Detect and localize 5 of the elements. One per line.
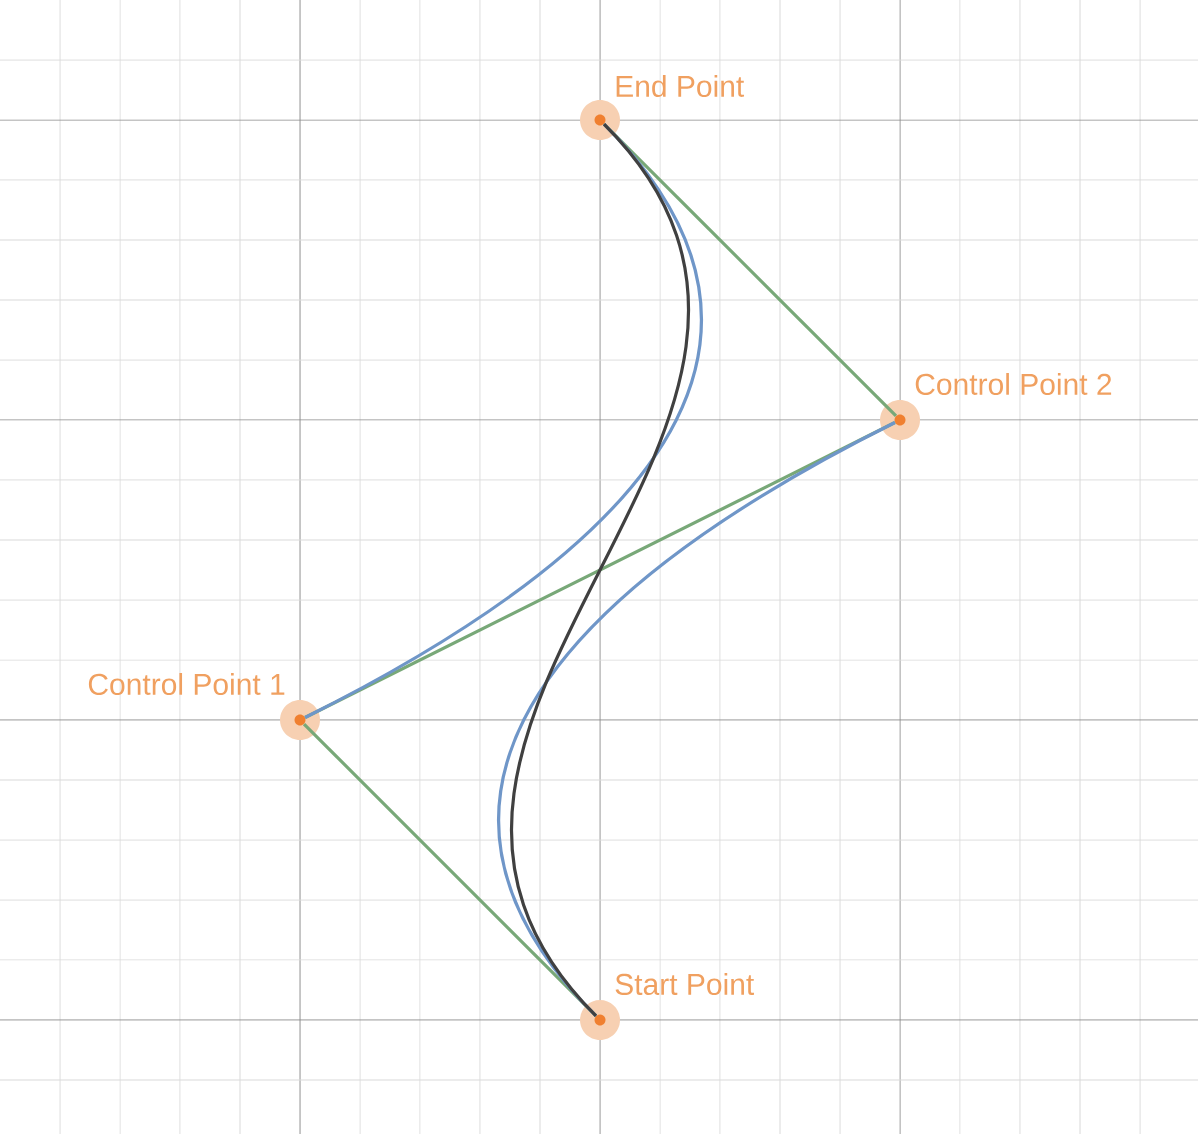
- point-label: Control Point 1: [88, 673, 285, 696]
- point-label: End Point: [616, 75, 745, 97]
- curve: [512, 123, 688, 1017]
- point-label: Start Point: [615, 973, 754, 996]
- point-label: Control Point 2: [915, 373, 1112, 395]
